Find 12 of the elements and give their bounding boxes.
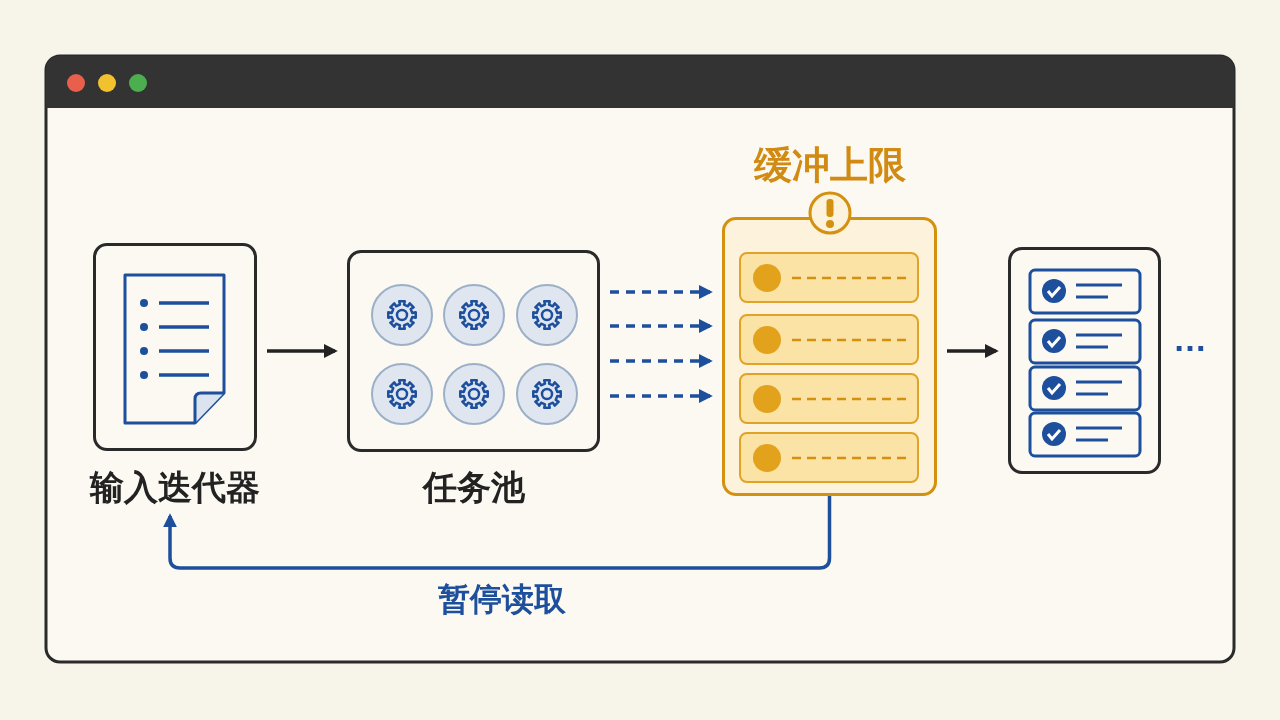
limit-heading: 缓冲上限 (753, 143, 906, 188)
arrow (610, 354, 713, 368)
arrow (163, 496, 832, 570)
node-label: 任务池 (422, 467, 525, 508)
arrow (947, 344, 999, 358)
arrow (610, 285, 713, 299)
node-label: 输入迭代器 (90, 467, 260, 508)
arrow (267, 344, 338, 358)
ellipsis: … (1173, 322, 1207, 356)
arrow (610, 389, 713, 403)
edge-label: 暂停读取 (437, 580, 568, 619)
arrow (610, 319, 713, 333)
